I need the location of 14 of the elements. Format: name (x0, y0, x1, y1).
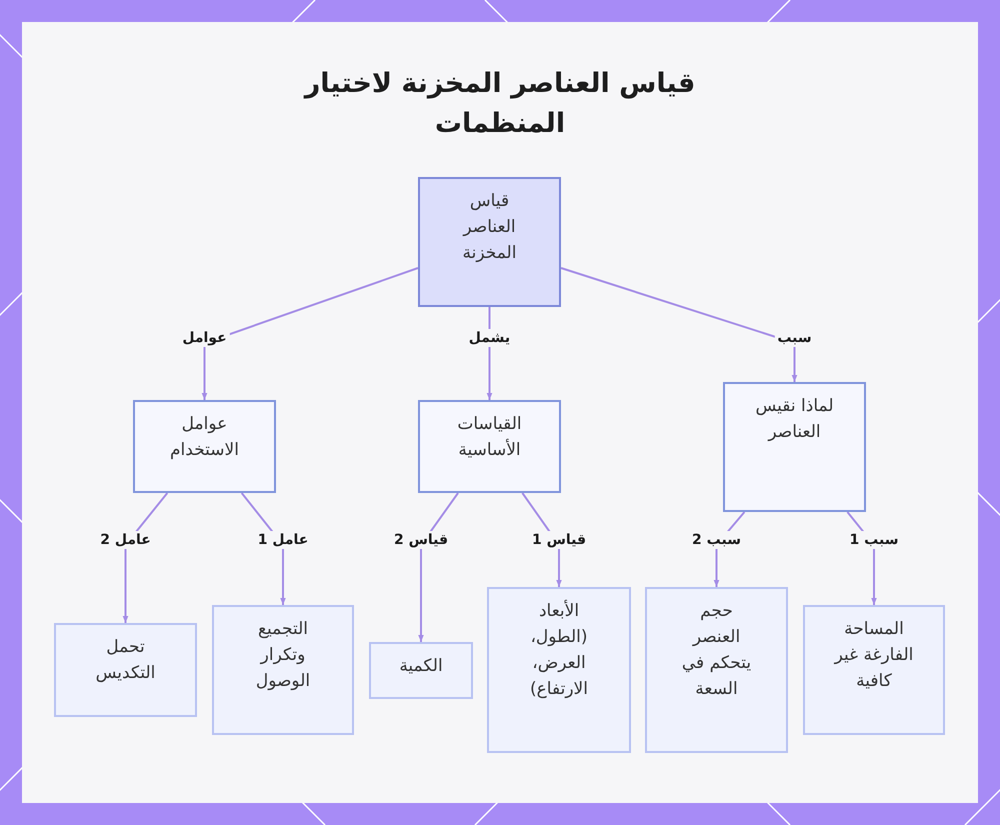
category-box: عوامل الاستخدام (133, 400, 276, 493)
root-box: قياس العناصر المخزنة (418, 177, 561, 307)
arrow (202, 267, 418, 400)
item-box: الأبعاد (الطول، العرض، الارتفاع) (487, 587, 631, 753)
item-box: حجم العنصر يتحكم في السعة (645, 587, 788, 753)
arrow (418, 492, 459, 642)
arrow (560, 267, 798, 382)
item-box: المساحة الفارغة غير كافية (803, 605, 945, 735)
item-box: تحمل التكديس (54, 623, 197, 717)
item-box: التجميع وتكرار الوصول (212, 605, 354, 735)
title: قياس العناصر المخزنة لاختيار المنظمات (304, 68, 696, 139)
category-box: لماذا نقيس العناصر (723, 382, 866, 512)
category-box: القياسات الأساسية (418, 400, 561, 493)
item-box: الكمية (369, 642, 473, 699)
